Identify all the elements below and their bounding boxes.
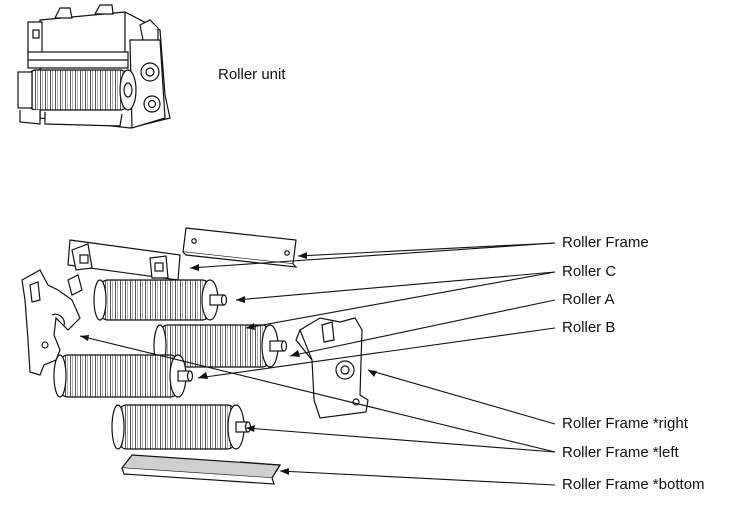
roller-c-lower bbox=[53, 354, 194, 398]
roller-frame-left bbox=[21, 269, 83, 376]
exploded-parts bbox=[21, 227, 556, 486]
roller-a bbox=[153, 324, 288, 368]
roller-frame-bottom bbox=[120, 454, 282, 485]
callout-roller-a: Roller A bbox=[562, 291, 615, 308]
roller-frame-right bbox=[295, 317, 369, 419]
roller-unit-illustration bbox=[17, 4, 171, 129]
roller-c-upper bbox=[93, 279, 228, 321]
callout-roller-frame: Roller Frame bbox=[562, 234, 649, 251]
callout-roller-b: Roller B bbox=[562, 319, 616, 336]
callout-roller-c: Roller C bbox=[562, 263, 617, 280]
callout-roller-frame-right: Roller Frame *right bbox=[562, 415, 688, 432]
roller-frame-plate-bracket bbox=[67, 239, 181, 281]
callout-roller-frame-left: Roller Frame *left bbox=[562, 444, 679, 461]
leader-lines bbox=[79, 242, 556, 486]
roller-frame-plate-top bbox=[182, 227, 298, 268]
roller-b bbox=[111, 404, 252, 450]
roller-unit-label: Roller unit bbox=[218, 66, 286, 83]
callout-roller-frame-bottom: Roller Frame *bottom bbox=[562, 476, 705, 493]
arrowheads bbox=[80, 252, 377, 475]
